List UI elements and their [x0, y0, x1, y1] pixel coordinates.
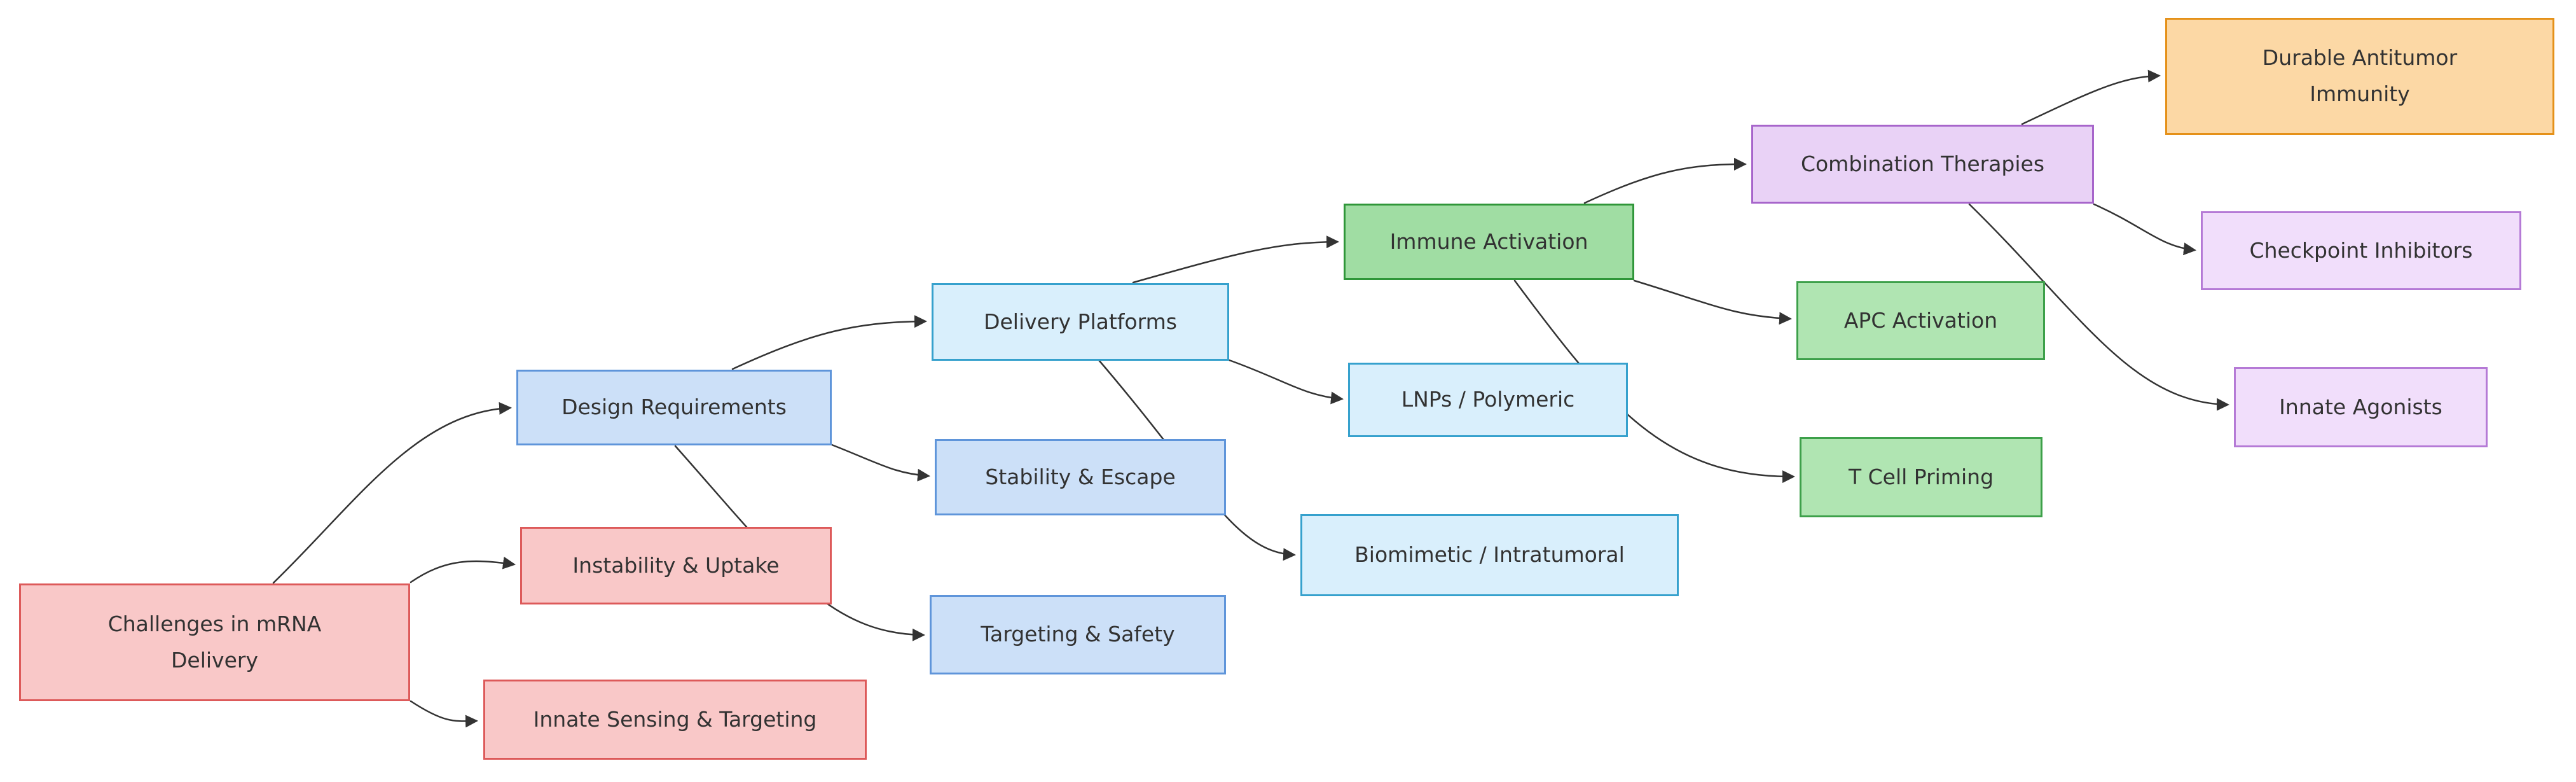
- node-label-innate-agonists: Innate Agonists: [2279, 394, 2442, 419]
- node-innate-agonists: Innate Agonists: [2234, 367, 2488, 447]
- node-label-challenges: Challenges in mRNA Delivery: [107, 611, 322, 673]
- node-immune: Immune Activation: [1344, 204, 1634, 280]
- node-label-durable: Durable Antitumor Immunity: [2262, 45, 2458, 106]
- edge-design-delivery: [731, 315, 927, 370]
- node-biomimetic: Biomimetic / Intratumoral: [1300, 514, 1679, 596]
- node-innate-sensing: Innate Sensing & Targeting: [483, 680, 867, 760]
- edge-challenges-instability: [410, 556, 516, 583]
- edge-immune-t-cell: [1513, 279, 1795, 484]
- edge-design-stability: [830, 443, 930, 482]
- node-stability: Stability & Escape: [935, 439, 1226, 515]
- node-checkpoint: Checkpoint Inhibitors: [2201, 211, 2521, 290]
- edge-combination-durable: [2021, 69, 2161, 125]
- node-durable: Durable Antitumor Immunity: [2165, 18, 2554, 135]
- edge-immune-combination: [1583, 158, 1747, 204]
- node-label-checkpoint: Checkpoint Inhibitors: [2249, 237, 2473, 263]
- edge-combination-innate-agonists: [1968, 203, 2229, 411]
- node-label-apc: APC Activation: [1843, 307, 1998, 333]
- node-label-t-cell: T Cell Priming: [1848, 464, 1994, 489]
- node-label-delivery: Delivery Platforms: [984, 309, 1177, 334]
- node-instability: Instability & Uptake: [520, 527, 832, 604]
- node-targeting: Targeting & Safety: [930, 595, 1226, 674]
- node-lnps: LNPs / Polymeric: [1348, 363, 1628, 437]
- node-label-innate-sensing: Innate Sensing & Targeting: [533, 706, 817, 732]
- node-label-immune: Immune Activation: [1389, 228, 1588, 254]
- edge-delivery-lnps: [1228, 359, 1344, 405]
- edge-combination-checkpoint: [2093, 203, 2196, 256]
- node-t-cell: T Cell Priming: [1800, 437, 2042, 517]
- node-label-instability: Instability & Uptake: [572, 552, 780, 578]
- node-label-stability: Stability & Escape: [985, 464, 1176, 489]
- node-apc: APC Activation: [1796, 281, 2045, 360]
- node-label-design: Design Requirements: [561, 394, 787, 420]
- node-design: Design Requirements: [516, 370, 832, 445]
- edge-challenges-innate-sensing: [410, 700, 478, 728]
- node-combination: Combination Therapies: [1751, 125, 2094, 204]
- edge-challenges-design: [272, 401, 512, 584]
- node-label-lnps: LNPs / Polymeric: [1401, 387, 1575, 412]
- edge-delivery-immune: [1132, 235, 1339, 284]
- node-label-targeting: Targeting & Safety: [981, 622, 1175, 647]
- node-delivery: Delivery Platforms: [932, 283, 1229, 361]
- edge-immune-apc: [1633, 279, 1792, 325]
- node-label-biomimetic: Biomimetic / Intratumoral: [1354, 542, 1625, 568]
- node-challenges: Challenges in mRNA Delivery: [19, 583, 410, 701]
- node-label-combination: Combination Therapies: [1800, 151, 2045, 176]
